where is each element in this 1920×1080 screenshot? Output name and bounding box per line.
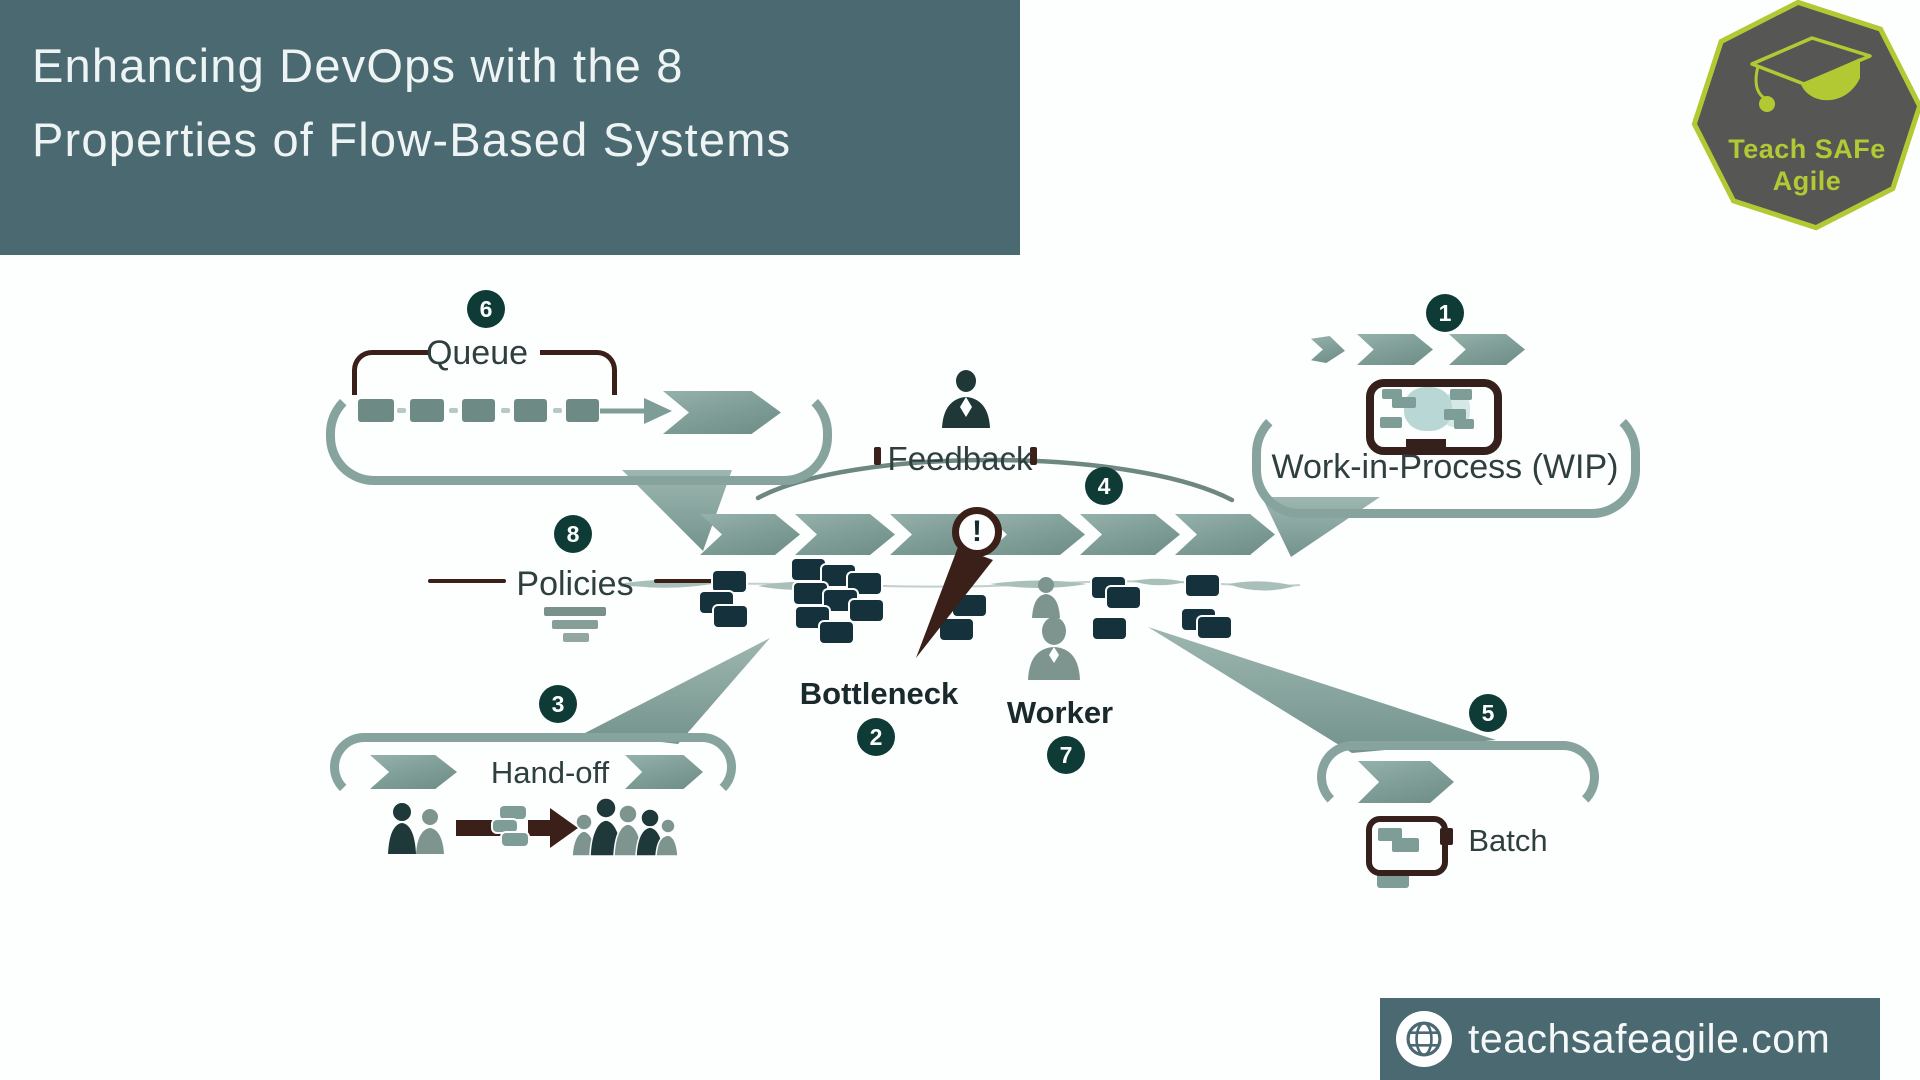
worker-label: Worker	[1006, 695, 1114, 730]
queue-dash	[501, 408, 510, 413]
feedback-badge: 4	[1085, 467, 1123, 505]
kanban-card	[794, 583, 827, 604]
graduation-cap-icon	[1750, 36, 1872, 112]
wip-mini-card	[1444, 409, 1466, 420]
kanban-card	[713, 571, 746, 592]
kanban-card	[1093, 618, 1126, 639]
title-line-2: Properties of Flow-Based Systems	[32, 113, 792, 166]
feedback-label: Feedback	[887, 440, 1033, 477]
wip-bubble	[1252, 405, 1640, 518]
queue-dash	[449, 408, 458, 413]
wip-badge: 1	[1426, 294, 1464, 332]
flow-wisp	[1228, 581, 1295, 591]
queue-dash	[397, 408, 406, 413]
queue-arrow-head	[644, 398, 672, 424]
feedback-arc	[755, 457, 1235, 503]
worker-badge: 7	[1047, 736, 1085, 774]
handoff-arrow-body	[528, 820, 550, 836]
queue-bubble	[326, 385, 832, 485]
footer-website-bar: teachsafeagile.com	[1380, 998, 1880, 1080]
wip-label: Work-in-Process (WIP)	[1271, 448, 1619, 486]
policies-funnel-bar	[552, 620, 598, 629]
queue-item	[358, 399, 394, 422]
batch-device-icon	[1366, 816, 1448, 876]
policies-line-right	[654, 579, 718, 583]
queue-item	[410, 399, 444, 422]
handoff-label: Hand-off	[490, 755, 610, 790]
wip-monitor-stand	[1406, 439, 1446, 448]
batch-device-tab	[1440, 828, 1453, 845]
handoff-team-left-icon	[388, 803, 444, 854]
queue-badge: 6	[467, 290, 505, 328]
website-text: teachsafeagile.com	[1468, 1015, 1831, 1062]
kanban-card	[940, 619, 973, 640]
handoff-card	[500, 806, 526, 819]
handoff-badge: 3	[539, 685, 577, 723]
kanban-card	[820, 622, 853, 643]
queue-funnel	[622, 470, 732, 551]
kanban-card	[822, 565, 855, 586]
policies-funnel-bar	[544, 607, 606, 616]
queue-bracket-right	[540, 350, 617, 395]
queue-item	[462, 399, 495, 422]
batch-funnel	[1148, 627, 1496, 753]
queue-item	[514, 399, 547, 422]
warning-icon: !	[952, 507, 1002, 557]
handoff-card	[493, 820, 517, 832]
queue-dash	[553, 408, 562, 413]
kanban-card	[1198, 617, 1231, 638]
title-line-1: Enhancing DevOps with the 8	[32, 39, 684, 92]
batch-badge: 5	[1469, 694, 1507, 732]
policies-line-left	[428, 579, 506, 583]
globe-icon	[1396, 1011, 1452, 1067]
batch-mini-card	[1392, 838, 1419, 852]
batch-label: Batch	[1468, 823, 1548, 858]
handoff-card	[502, 833, 528, 846]
wip-mini-card	[1392, 397, 1416, 408]
queue-label: Queue	[425, 334, 529, 372]
logo-badge: Teach SAFe Agile	[1672, 0, 1920, 250]
wip-monitor-icon	[1366, 379, 1502, 455]
logo-text-line1: Teach SAFe	[1728, 134, 1886, 164]
kanban-card	[792, 559, 825, 580]
handoff-bubble	[330, 733, 736, 801]
policies-badge: 8	[554, 515, 592, 553]
feedback-person-icon	[942, 370, 990, 428]
kanban-card	[848, 573, 881, 594]
feedback-tick-right	[1030, 447, 1037, 465]
handoff-team-right-icon	[572, 797, 678, 856]
wip-mini-card	[1380, 417, 1402, 428]
kanban-card	[850, 600, 883, 621]
title-block: Enhancing DevOps with the 8 Properties o…	[0, 0, 1020, 255]
queue-item	[566, 399, 599, 422]
wip-mini-card	[1382, 389, 1402, 399]
kanban-card	[1186, 575, 1219, 596]
feedback-tick-left	[874, 447, 881, 465]
queue-bracket-left	[352, 350, 431, 395]
policies-funnel-bar	[563, 633, 589, 642]
batch-mini-card	[1378, 828, 1402, 841]
kanban-card	[824, 590, 857, 611]
handoff-funnel	[585, 638, 770, 744]
worker-icon	[1028, 577, 1080, 680]
kanban-card	[1107, 587, 1140, 608]
wip-mini-card	[1450, 389, 1472, 400]
policies-label: Policies	[516, 565, 634, 603]
kanban-card	[714, 606, 747, 627]
bottleneck-label: Bottleneck	[799, 676, 959, 711]
flow-wisp	[1132, 578, 1185, 586]
logo-text-line2: Agile	[1772, 166, 1842, 196]
bottleneck-badge: 2	[857, 718, 895, 756]
wip-mini-card	[1454, 419, 1474, 429]
batch-bubble	[1317, 741, 1599, 813]
